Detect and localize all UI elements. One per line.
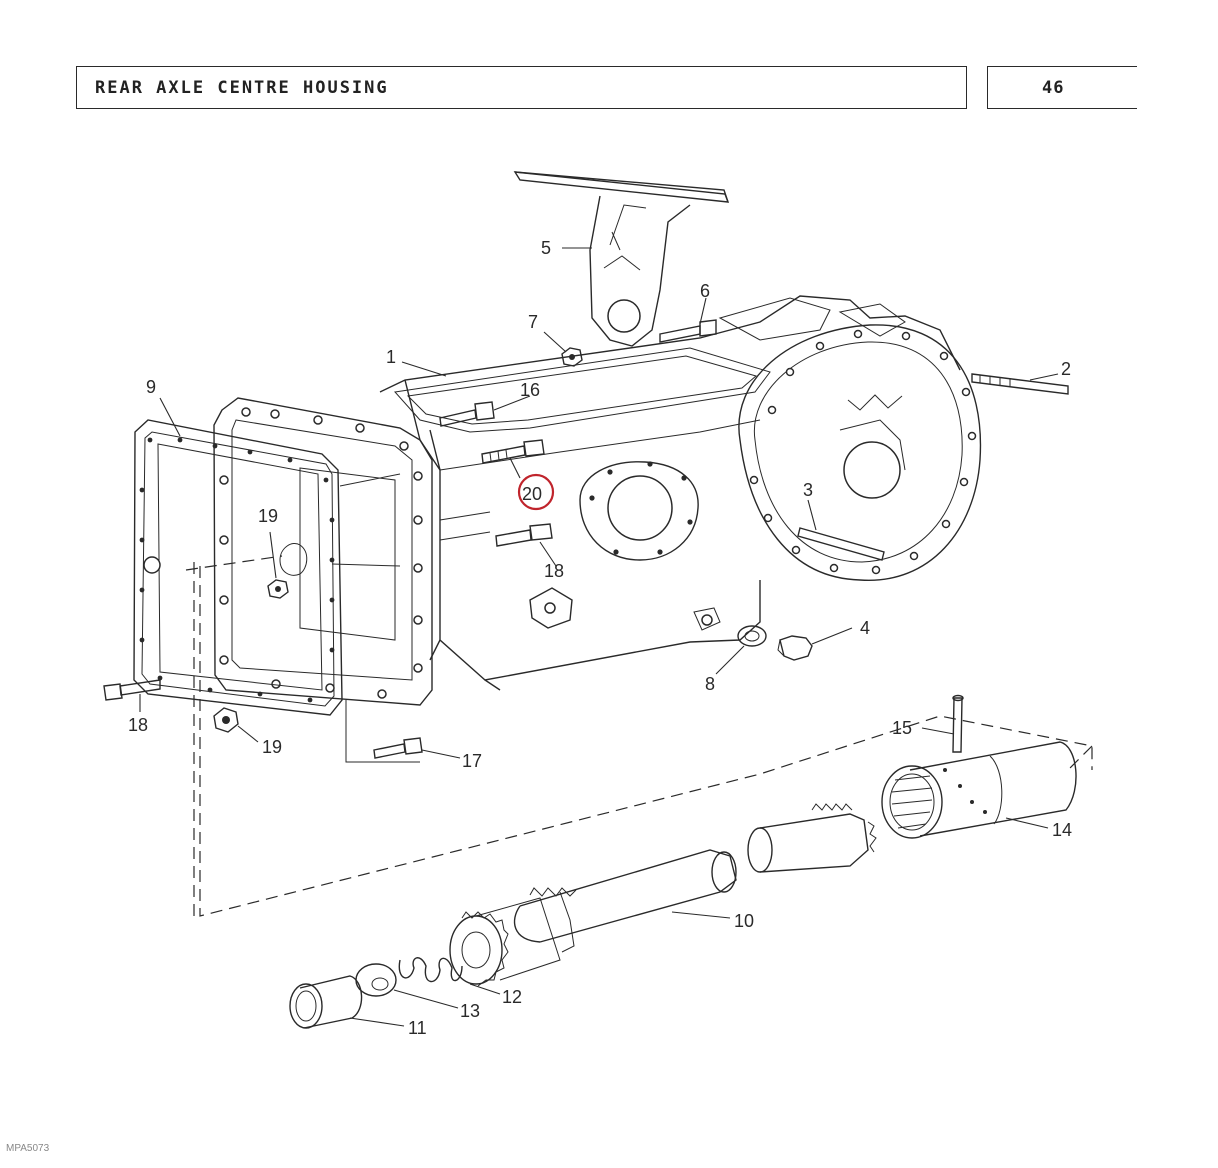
part-7-nut: [561, 347, 583, 367]
front-flange: [213, 397, 433, 706]
page-number: 46: [1042, 78, 1065, 98]
callout-11: 11: [408, 1018, 427, 1038]
document-code: MPA5073: [6, 1143, 50, 1154]
callout-14: 14: [1052, 820, 1072, 840]
part-13-thrust-part: [355, 963, 397, 997]
leader-lines: [139, 247, 1059, 1027]
callout-7: 7: [528, 312, 538, 332]
callout-9: 9: [146, 377, 156, 397]
callout-19-lower: 19: [262, 737, 282, 757]
callout-1: 1: [386, 347, 396, 367]
callout-3: 3: [803, 480, 813, 500]
part-4-plug: [777, 635, 813, 661]
callout-20: 20: [522, 484, 542, 504]
part-8-washer: [737, 625, 767, 647]
part-12-gear: [449, 897, 561, 987]
assembly-dash-lines: [185, 555, 1093, 917]
gasket-holes: [139, 437, 335, 703]
part-20-bolt: [481, 439, 545, 464]
page-title: REAR AXLE CENTRE HOUSING: [95, 78, 389, 98]
callout-4: 4: [860, 618, 870, 638]
callout-2: 2: [1061, 359, 1071, 379]
part-5-bracket: [513, 171, 730, 347]
callout-12: 12: [502, 987, 522, 1007]
part-6-bolt: [659, 319, 717, 343]
callout-15: 15: [892, 718, 912, 738]
front-flange-bolt-holes: [219, 407, 423, 699]
callout-6: 6: [700, 281, 710, 301]
centre-housing: [379, 295, 982, 691]
part-19-nut-upper: [267, 579, 289, 599]
part-18-bolt-lower: [103, 679, 161, 701]
reference-lines: [331, 473, 420, 763]
splined-stub-shaft: [747, 803, 877, 873]
part-2-stud: [971, 373, 1069, 395]
part-19-nut-lower: [213, 707, 239, 733]
part-9-gasket: [133, 419, 343, 716]
callout-17: 17: [462, 751, 482, 771]
callout-16: 16: [520, 380, 540, 400]
highlight-ring: [517, 473, 555, 511]
part-10-shaft: [513, 849, 737, 953]
part-18-bolt-upper: [495, 523, 553, 547]
callout-8: 8: [705, 674, 715, 694]
callout-18-lower: 18: [128, 715, 148, 735]
part-16-bolt: [439, 401, 495, 427]
callout-5: 5: [541, 238, 551, 258]
title-box: REAR AXLE CENTRE HOUSING: [76, 66, 967, 109]
part-15-pin: [952, 694, 964, 753]
callouts: 1 2 3 4 5 6 7 8 9 10 11 12 13 14 15 16 1…: [128, 238, 1072, 1038]
spring: [398, 957, 463, 983]
callout-10: 10: [734, 911, 754, 931]
part-14-sleeve: [881, 741, 1077, 839]
flange-bolt-holes: [749, 329, 977, 575]
callout-19: 19: [258, 506, 278, 526]
part-17-bolt: [373, 737, 423, 759]
callout-13: 13: [460, 1001, 480, 1021]
callout-18: 18: [544, 561, 564, 581]
part-11-bush: [289, 975, 363, 1029]
page-number-box: 46: [987, 66, 1137, 109]
part-3-stud: [797, 527, 885, 561]
